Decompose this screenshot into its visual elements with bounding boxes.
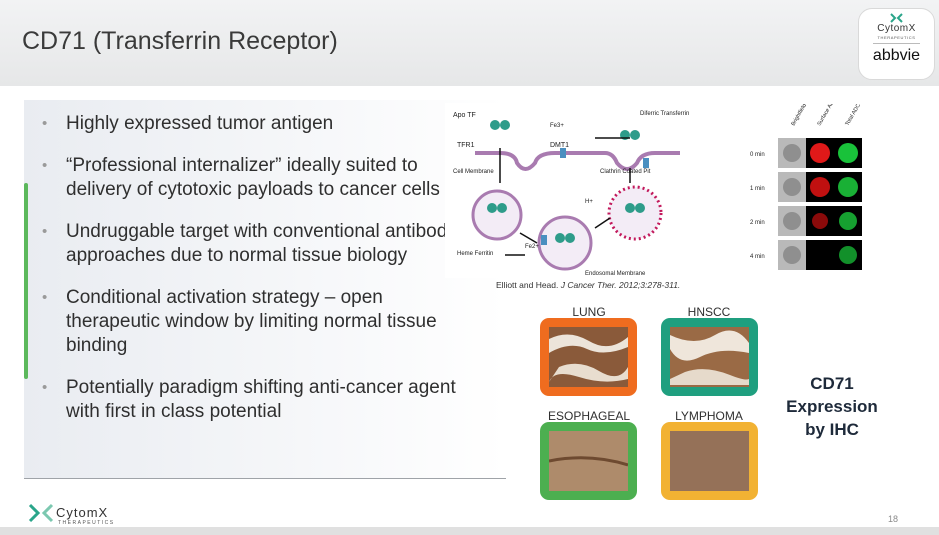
slide-title: CD71 (Transferrin Receptor): [22, 27, 338, 55]
endosome-left: [471, 189, 523, 241]
bullet-text: Conditional activation strategy – open t…: [66, 287, 437, 356]
label-clathrin: Clathrin Coated Pit: [600, 169, 651, 175]
ihc-image: [670, 327, 749, 387]
ihc-image: [549, 327, 628, 387]
label-tfr1: TFR1: [457, 142, 475, 149]
footer-band: [0, 527, 939, 535]
micro-col-label: Total ADC: [845, 104, 862, 127]
bullet-dot-icon: •: [42, 379, 48, 396]
transferrin-dot: [500, 120, 510, 130]
micro-col-label: Surface ADC: [817, 104, 838, 127]
ihc-tile-esophageal: [540, 422, 637, 500]
transferrin-dot: [635, 203, 645, 213]
transferrin-dot: [555, 233, 565, 243]
bullet-list: • Highly expressed tumor antigen • “Profes…: [42, 112, 482, 442]
bullet-item: • Undruggable target with conventional an…: [42, 220, 482, 268]
cytomx-mark-icon: [890, 13, 903, 23]
label-fe3: Fe3+: [550, 123, 564, 129]
label-cell-membrane: Cell Membrane: [453, 169, 494, 175]
micro-col-label: Brightfield: [791, 104, 808, 127]
transferrin-dot: [490, 120, 500, 130]
bullet-item: • “Professional internalizer” ideally sui…: [42, 154, 482, 202]
micro-row: 2 min: [750, 206, 862, 236]
endosome-right: [607, 185, 663, 241]
arrow: [594, 217, 611, 229]
ihc-image: [670, 431, 749, 491]
transferrin-dot: [497, 203, 507, 213]
micro-row-label: 1 min: [750, 186, 765, 192]
transferrin-dot: [625, 203, 635, 213]
bullet-dot-icon: •: [42, 289, 48, 306]
endosome-bottom: [537, 215, 593, 271]
bullet-text: Highly expressed tumor antigen: [66, 113, 334, 134]
diagram-caption: Elliott and Head. J Cancer Ther. 2012;3:…: [496, 280, 716, 290]
cell-membrane-line: [475, 151, 680, 171]
caption-authors: Elliott and Head.: [496, 280, 559, 290]
label-diferric: Diferric Transferrin: [640, 111, 689, 117]
bullet-text: Undruggable target with conventional ant…: [66, 221, 457, 266]
caption-journal: J Cancer Ther. 2012;3:278-311.: [560, 280, 681, 290]
cytomx-logo-subtext: THERAPEUTICS: [877, 35, 916, 40]
label-heme: Heme Ferritin: [457, 251, 493, 257]
micro-row: 0 min: [750, 138, 862, 168]
bullet-text: “Professional internalizer” ideally suit…: [66, 155, 440, 200]
ihc-label-lung: LUNG: [572, 305, 606, 319]
label-apo-tf: Apo TF: [453, 112, 476, 119]
ihc-label-lymphoma: LYMPHOMA: [675, 409, 743, 423]
logo-divider: [873, 43, 920, 44]
ihc-tile-lung: [540, 318, 637, 396]
micro-row-label: 2 min: [750, 220, 765, 226]
bullet-dot-icon: •: [42, 223, 48, 240]
ihc-title-line: by IHC: [805, 420, 859, 439]
micro-row: 4 min: [750, 240, 862, 270]
ihc-image: [549, 431, 628, 491]
title-bar: [0, 0, 939, 86]
bullet-item: • Conditional activation strategy – open …: [42, 286, 482, 358]
dmt1-block: [541, 235, 547, 245]
dmt1-block: [643, 158, 649, 168]
ihc-label-hnscc: HNSCC: [687, 305, 731, 319]
ihc-label-esophageal: ESOPHAGEAL: [547, 409, 631, 423]
label-h-plus: H+: [585, 199, 593, 205]
ihc-tile-hnscc: [661, 318, 758, 396]
micro-row: 1 min: [750, 172, 862, 202]
bullet-item: • Highly expressed tumor antigen: [42, 112, 482, 136]
ihc-tile-lymphoma: [661, 422, 758, 500]
transferrin-dot: [565, 233, 575, 243]
label-dmt1: DMT1: [550, 142, 569, 149]
bullet-item: • Potentially paradigm shifting anti-canc…: [42, 376, 482, 424]
abbvie-logo-text: abbvie: [872, 47, 921, 64]
transferrin-dot: [630, 130, 640, 140]
bullets-panel: [24, 100, 506, 479]
micro-row-label: 0 min: [750, 152, 765, 158]
bullet-dot-icon: •: [42, 157, 48, 174]
label-endosomal: Endosomal Membrane: [585, 271, 646, 277]
accent-bar: [24, 183, 28, 379]
dmt1-block: [560, 148, 566, 158]
cytomx-logo-text: CytomX: [877, 23, 916, 34]
bullet-dot-icon: •: [42, 115, 48, 132]
ihc-title-line: Expression: [786, 397, 878, 416]
page-number: 18: [888, 514, 899, 524]
partner-logo-badge: CytomX THERAPEUTICS abbvie: [858, 8, 935, 80]
label-fe2: Fe2+: [525, 244, 539, 250]
transferrin-dot: [487, 203, 497, 213]
internalization-micrographs: Brightfield Surface ADC Total ADC 0 min …: [750, 104, 862, 270]
arrow: [519, 232, 538, 244]
transferrin-cycle-diagram: Apo TF TFR1 Cell Membrane Fe3+ DMT1 Dife…: [445, 103, 690, 278]
footer-logo-text: CytomX: [56, 505, 109, 520]
micro-row-label: 4 min: [750, 254, 765, 260]
ihc-title-line: CD71: [810, 374, 854, 393]
footer-logo-subtext: THERAPEUTICS: [58, 520, 115, 526]
bullet-text: Potentially paradigm shifting anti-cance…: [66, 377, 456, 422]
ihc-title: CD71 Expression by IHC: [772, 372, 892, 441]
cytomx-footer-mark-icon: [28, 503, 54, 523]
